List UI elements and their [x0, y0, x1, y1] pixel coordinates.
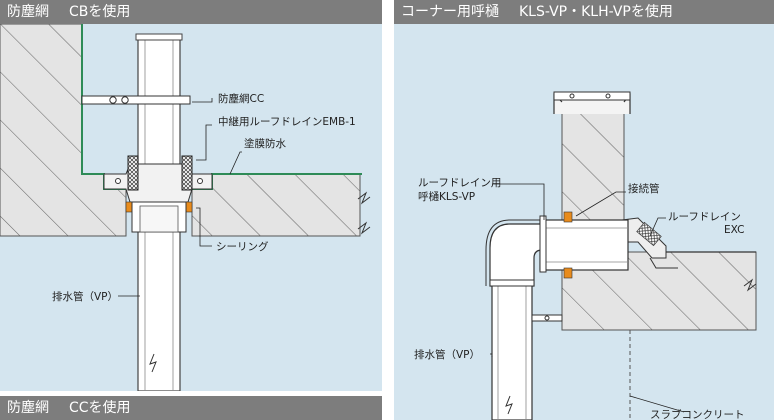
bottom-panel-header: 防塵網 CCを使用: [0, 396, 382, 420]
label-right-drain-pipe-vp: 排水管（VP）: [414, 348, 480, 361]
label-sealing: シーリング: [216, 240, 269, 253]
mesh-support-bar: [81, 95, 191, 105]
right-panel-header: コーナー用呼樋 KLS-VP・KLH-VPを使用: [394, 0, 774, 24]
label-drain-pipe-vp: 排水管（VP）: [52, 290, 118, 303]
dust-mesh-left: [127, 155, 139, 191]
dust-mesh-right: [181, 155, 193, 191]
left-header-prefix: 防塵網: [7, 4, 49, 20]
left-header-suffix: CBを使用: [69, 4, 131, 20]
right-diagram-area: ルーフドレイン用 呼樋KLS-VP 接続管 ルーフドレイン EXC 排水管（VP…: [394, 24, 774, 420]
waterproof-membrane: [81, 24, 362, 190]
left-diagram-area: 防塵網CC 中継用ルーフドレインEMB-1 塗膜防水 シーリング 排水管（VP）: [0, 24, 382, 391]
left-concrete-slab: [0, 24, 127, 237]
bottom-header-prefix: 防塵網: [7, 400, 49, 416]
label-waterproof-coating: 塗膜防水: [244, 137, 286, 150]
right-header-suffix: KLS-VP・KLH-VPを使用: [519, 4, 673, 20]
label-connection-pipe: 接続管: [628, 182, 660, 195]
label-dust-mesh-cc: 防塵網CC: [218, 92, 264, 105]
right-drain-pipe: [491, 281, 533, 420]
bottom-header-suffix: CCを使用: [69, 400, 131, 416]
label-roof-drain-line1: ルーフドレイン: [668, 211, 741, 223]
label-gutter-line2: 呼樋KLS-VP: [418, 190, 475, 203]
sealant-top: [563, 211, 573, 223]
sealant-bottom: [563, 267, 573, 279]
right-diagram: ルーフドレイン用 呼樋KLS-VP 接続管 ルーフドレイン EXC 排水管（VP…: [414, 91, 757, 420]
label-gutter-line1: ルーフドレイン用: [418, 177, 501, 189]
left-diagram: 防塵網CC 中継用ルーフドレインEMB-1 塗膜防水 シーリング 排水管（VP）: [0, 24, 371, 391]
sealing-left: [125, 201, 133, 213]
right-header-prefix: コーナー用呼樋: [401, 4, 499, 20]
right-concrete-slab: [191, 173, 361, 237]
right-panel: コーナー用呼樋 KLS-VP・KLH-VPを使用: [394, 0, 774, 420]
left-panel-header: 防塵網 CBを使用: [0, 0, 382, 24]
label-relay-roof-drain: 中継用ルーフドレインEMB-1: [218, 115, 356, 128]
connection-pipe: [539, 219, 629, 271]
left-panel: 防塵網 CBを使用: [0, 0, 382, 420]
sealing-right: [185, 201, 193, 213]
label-slab-concrete: スラブコンクリート: [650, 408, 745, 420]
label-roof-drain-line2: EXC: [724, 224, 744, 236]
corner-gutter-kls-vp: [489, 223, 543, 287]
